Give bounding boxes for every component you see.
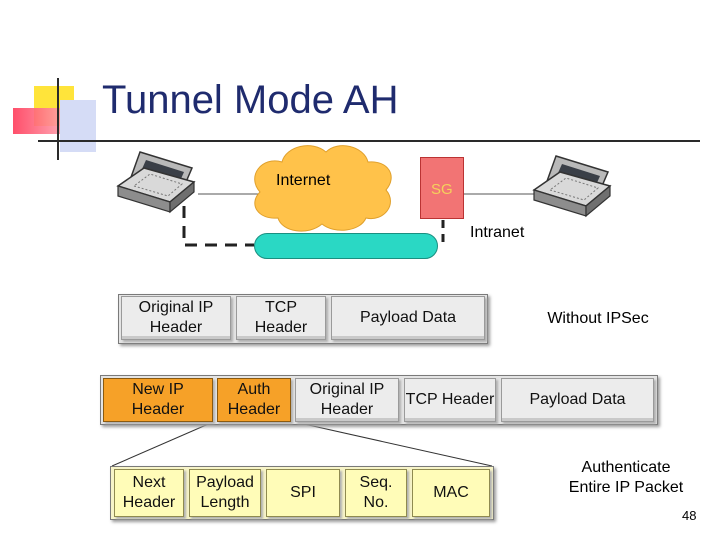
dashed-link-left — [182, 206, 254, 247]
connector-line-left — [111, 421, 214, 467]
payload-length-field: Payload Length — [189, 469, 261, 517]
internet-cloud — [254, 145, 392, 232]
laptop-right-icon — [532, 155, 612, 218]
title-decoration-blue — [60, 100, 96, 152]
security-gateway-box — [420, 157, 464, 219]
new-ip-header-field: New IP Header — [103, 378, 213, 422]
tcp-header-field: TCP Header — [404, 378, 496, 422]
security-gateway-label: SG — [431, 181, 453, 198]
next-header-field: Next Header — [114, 469, 184, 517]
page-number: 48 — [682, 508, 697, 523]
original-ip-header-field: Original IP Header — [121, 296, 231, 340]
payload-data-field: Payload Data — [501, 378, 654, 422]
ipsec-tunnel — [254, 233, 438, 259]
sequence-number-field: Seq. No. — [345, 469, 407, 517]
tcp-header-field: TCP Header — [236, 296, 326, 340]
title-decoration-vertical-line — [57, 78, 59, 160]
spi-field: SPI — [266, 469, 340, 517]
intranet-label: Intranet — [470, 224, 525, 241]
authenticate-note: Authenticate Entire IP Packet — [568, 459, 684, 496]
mac-field: MAC — [412, 469, 490, 517]
payload-data-field: Payload Data — [331, 296, 485, 340]
internet-label: Internet — [276, 172, 331, 189]
without-ipsec-note: Without IPSec — [547, 310, 649, 327]
title-underline — [38, 140, 700, 142]
original-ip-header-field: Original IP Header — [295, 378, 399, 422]
slide-title: Tunnel Mode AH — [102, 78, 399, 122]
auth-header-field: Auth Header — [217, 378, 291, 422]
title-decoration-red — [13, 108, 61, 134]
connector-line-right — [294, 421, 493, 467]
laptop-left-icon — [116, 151, 196, 214]
